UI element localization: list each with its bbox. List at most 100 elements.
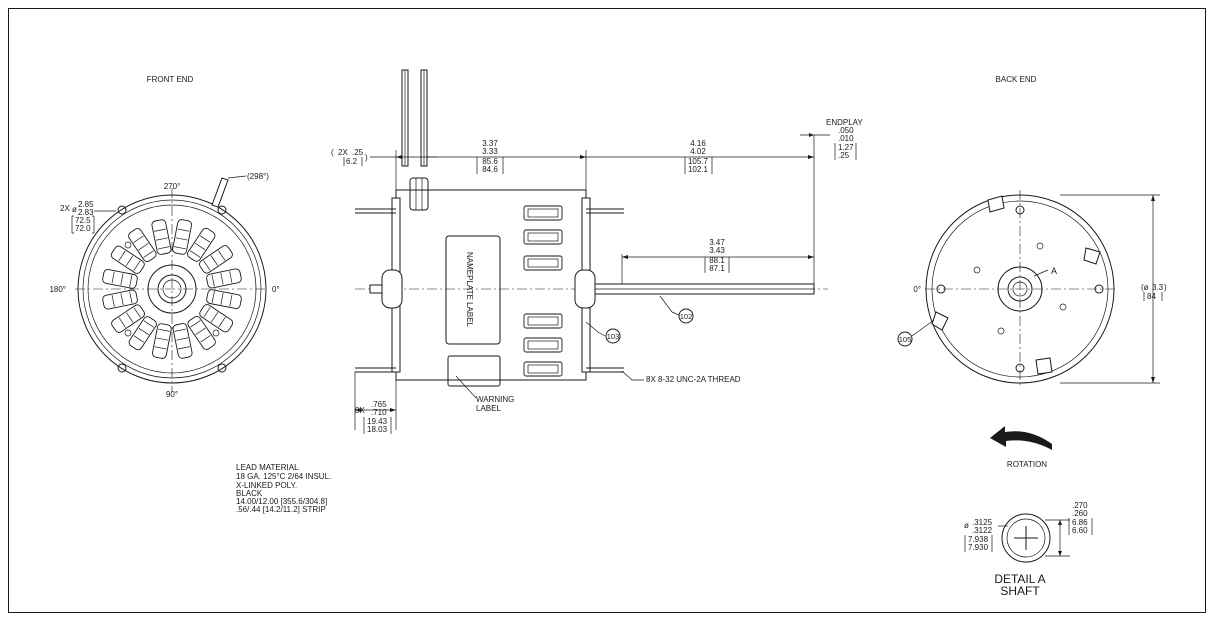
detail-flat-1: .270: [1072, 501, 1088, 510]
lead-material-line: 14.00/12.00 [355.6/304.8]: [236, 497, 327, 506]
rotation-indicator: ROTATION: [990, 426, 1052, 469]
body-dim-1: 3.37: [482, 139, 498, 148]
dia-open-text: (ø: [1141, 283, 1149, 292]
front-angle-270: 270°: [164, 182, 181, 191]
side-vent-slot: [523, 205, 563, 221]
body-dim-2: 3.33: [482, 147, 498, 156]
detail-flat-mm-1: 6.86: [1072, 518, 1088, 527]
lead-material-line: X-LINKED POLY.: [236, 481, 297, 490]
lead-material-line: BLACK: [236, 489, 263, 498]
body-dim-mm-2: 84.6: [482, 165, 498, 174]
side-lead-mm: 6.2: [346, 157, 358, 166]
stud-dim-2: .710: [371, 408, 387, 417]
front-vent-slots: [102, 219, 242, 359]
lead-material-line: 18 GA. 125°C 2/64 INSUL.: [236, 472, 331, 481]
side-lead-label-1: 2X: [338, 148, 348, 157]
detail-a-title: DETAIL A: [994, 572, 1045, 586]
warning-label-2: LABEL: [476, 404, 501, 413]
vent-slot: [111, 304, 145, 333]
paren-text: ): [1164, 283, 1167, 292]
front-angle-180: 180°: [49, 285, 66, 294]
detail-a-shaft: .270 .260 6.86 6.60 ø .3125 .3122 7.938 …: [964, 501, 1093, 598]
detail-dia-2: .3122: [972, 526, 993, 535]
vent-slot: [199, 304, 234, 333]
paren-text: ): [365, 153, 368, 162]
rotation-label: ROTATION: [1007, 460, 1047, 469]
shaft-dim-1: 3.47: [709, 238, 725, 247]
stud-dim-1: .765: [371, 400, 387, 409]
endplay-2: .010: [838, 134, 854, 143]
side-vent-slot: [523, 337, 563, 353]
vent-slot: [199, 245, 233, 274]
front-end-view: FRONT END (298°) 270° 180° 0° 90° 2X ø: [49, 75, 279, 399]
lead-material-notes: LEAD MATERIAL 18 GA. 125°C 2/64 INSUL. X…: [236, 463, 331, 514]
detail-dia-1: .3125: [972, 518, 993, 527]
vent-slot: [187, 227, 216, 262]
overall-dim-2: 4.02: [690, 147, 706, 156]
vent-slot: [128, 228, 157, 262]
body-dim-mm-1: 85.6: [482, 157, 498, 166]
thread-callout: 8X 8-32 UNC-2A THREAD: [646, 375, 741, 384]
front-hole-prefix: 2X: [60, 204, 70, 213]
detail-dia-mm-1: 7.938: [968, 535, 989, 544]
vent-slot: [172, 323, 193, 359]
balloon-102-text: 102: [680, 312, 693, 321]
lead-material-line: .56/.44 [14.2/11.2] STRIP: [236, 505, 326, 514]
side-vent-slot: [523, 361, 563, 377]
shaft-dim-2: 3.43: [709, 246, 725, 255]
front-hole-mm-1: 72.5: [75, 216, 91, 225]
back-angle-0: 0°: [913, 285, 921, 294]
endplay-mm-1: 1.27: [838, 143, 854, 152]
vent-slot: [152, 323, 172, 359]
overall-dim-mm-1: 105.7: [688, 157, 709, 166]
vent-slot: [187, 316, 216, 350]
side-vent-slot-inner: [527, 232, 559, 242]
rotation-arrow-icon: [990, 426, 1052, 450]
vent-slot: [110, 245, 145, 274]
back-end-view: BACK END A 0° 105 (ø 3.3: [897, 75, 1167, 388]
side-vent-slot-inner: [527, 258, 559, 268]
nameplate-label: NAMEPLATE LABEL: [465, 252, 474, 328]
vent-slot: [102, 289, 138, 310]
vent-slot: [206, 268, 242, 289]
vent-slot: [172, 219, 192, 255]
sheet-border: [8, 8, 1206, 613]
endplay-mm-2: .25: [838, 151, 850, 160]
balloon-103-text: 103: [607, 332, 620, 341]
side-lead-label-2: .25: [352, 148, 364, 157]
detail-dia-mm-2: 7.930: [968, 543, 989, 552]
side-vent-slot-inner: [527, 208, 559, 218]
endplay-1: .050: [838, 126, 854, 135]
shaft-dim-mm-1: 88.1: [709, 256, 725, 265]
diameter-symbol-text: ø: [72, 205, 77, 214]
diameter-symbol-text: ø: [964, 521, 969, 530]
lead-material-title: LEAD MATERIAL: [236, 463, 299, 472]
vent-slot: [151, 219, 172, 255]
front-hole-dia-1: 2.85: [78, 200, 94, 209]
overall-dim-mm-2: 102.1: [688, 165, 709, 174]
front-angle-90: 90°: [166, 390, 178, 399]
stud-prefix: 8X: [355, 406, 365, 415]
side-view: ( 2X .25 6.2 ) NAMEPLATE LABEL: [331, 69, 863, 434]
side-vent-slot: [523, 229, 563, 245]
side-vent-slot-inner: [527, 316, 559, 326]
front-end-title: FRONT END: [147, 75, 194, 84]
stud-mm-1: 19.43: [367, 417, 388, 426]
endplay-title: ENDPLAY: [826, 118, 863, 127]
shaft-dim-mm-2: 87.1: [709, 264, 725, 273]
stud-mm-2: 18.03: [367, 425, 388, 434]
side-vent-slot-inner: [527, 340, 559, 350]
overall-dim-1: 4.16: [690, 139, 706, 148]
detail-flat-mm-2: 6.60: [1072, 526, 1088, 535]
side-vent-slot: [523, 313, 563, 329]
back-end-title: BACK END: [996, 75, 1037, 84]
front-hole-dia-2: 2.83: [78, 208, 94, 217]
detail-a-reference: A: [1051, 266, 1057, 276]
vent-slot: [206, 289, 242, 309]
balloon-105: [897, 331, 913, 347]
back-dia-mm: 84: [1147, 292, 1156, 301]
front-hole-mm-2: 72.0: [75, 224, 91, 233]
detail-flat-2: .260: [1072, 509, 1088, 518]
